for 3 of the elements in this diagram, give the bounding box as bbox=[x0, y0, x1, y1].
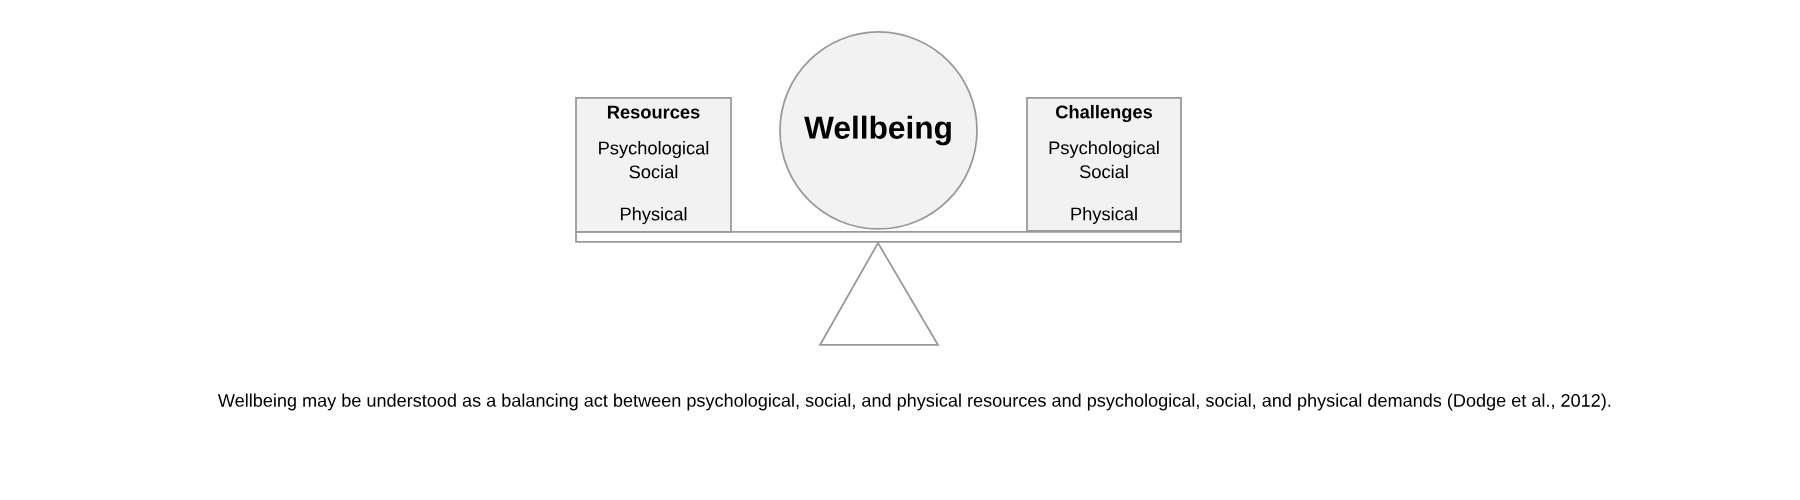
category-box: Resources Psychological Social Physical bbox=[575, 97, 732, 233]
caption: Wellbeing may be understood as a balancing act between psychological, social, and physical resources and psychological, social, and physical demands (Dodge et al., 2012). bbox=[217, 393, 1611, 411]
category-box: Challenges Psychological Social Physical bbox=[1026, 97, 1182, 232]
